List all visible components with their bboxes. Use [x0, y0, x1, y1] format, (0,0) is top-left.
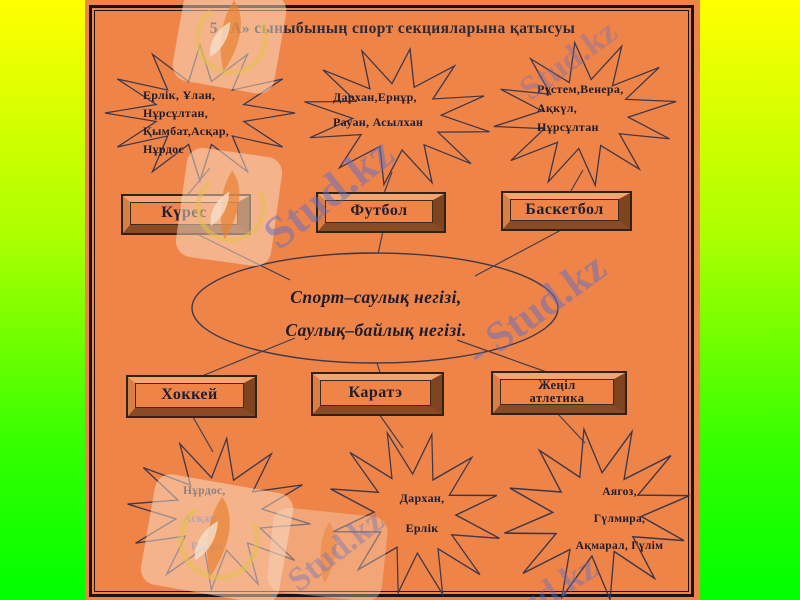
name-line: Ерлік, Ұлан, [143, 88, 216, 102]
names-top-left: Ерлік, Ұлан, Нұрсұлтан, Қымбат,Асқар, Нұ… [143, 86, 229, 158]
box-kures: Күрес [121, 194, 251, 235]
box-hockey: Хоккей [126, 375, 257, 418]
poster: 5 «А» сыныбының спорт секцияларына қатыс… [85, 0, 700, 600]
ellipse-line-2: Саулық–байлық негізі. [285, 320, 467, 340]
name-line: Нұрдос [143, 142, 185, 156]
center-ellipse-shape [191, 252, 559, 364]
name-line: Ерлік [405, 521, 439, 535]
name-line: Рауан, Асылхан [333, 115, 424, 129]
name-line: Ақкүл, [537, 101, 578, 115]
names-top-middle: Дархан,Ернұр, Рауан, Асылхан [333, 85, 423, 135]
name-line: Нұрдос, [183, 485, 226, 497]
page-title: 5 «А» сыныбының спорт секцияларына қатыс… [209, 20, 576, 37]
names-top-right: Рүстем,Венера, Ақкүл, Нұрсұлтан [537, 80, 624, 137]
name-line: Нұрсұлтан, [143, 106, 209, 120]
box-futbol-label: Футбол [350, 202, 408, 220]
name-line: Рауан [191, 541, 223, 553]
box-kures-label: Күрес [161, 204, 207, 222]
box-basketbol-label: Баскетбол [525, 200, 604, 218]
box-karate: Каратэ [311, 372, 444, 416]
box-zhenil-label-line2: атлетика [529, 391, 585, 405]
box-basketbol: Баскетбол [501, 191, 632, 231]
names-bottom-right: Аягоз, Гүлмира, Ақмарал, Гүлім [537, 479, 700, 560]
box-futbol: Футбол [316, 192, 446, 233]
names-bottom-middle: Дархан, Ерлік [357, 483, 487, 543]
names-bottom-left: Нұрдос, Асқар, Рауан [183, 477, 226, 561]
name-line: Гүлмира, [593, 513, 646, 525]
name-line: Дархан,Ернұр, [333, 90, 417, 104]
center-ellipse-text: Спорт–саулық негізі, Саулық–байлық негіз… [190, 281, 562, 347]
box-zhenil-label-line1: Жеңіл [538, 377, 576, 392]
diagram-shapes [104, 29, 700, 600]
name-line: Нұрсұлтан [537, 120, 599, 134]
name-line: Асқар, [183, 513, 220, 525]
ellipse-line-1: Спорт–саулық негізі, [290, 287, 462, 307]
name-line: Ақмарал, Гүлім [575, 540, 664, 552]
name-line: Дархан, [399, 491, 445, 505]
box-karate-label: Каратэ [348, 383, 403, 401]
box-hockey-label: Хоккей [161, 386, 218, 404]
name-line: Аягоз, [602, 486, 637, 498]
name-line: Қымбат,Асқар, [143, 124, 230, 138]
box-zhenil-atletika: Жеңіл атлетика [491, 371, 627, 415]
name-line: Рүстем,Венера, [537, 82, 624, 96]
